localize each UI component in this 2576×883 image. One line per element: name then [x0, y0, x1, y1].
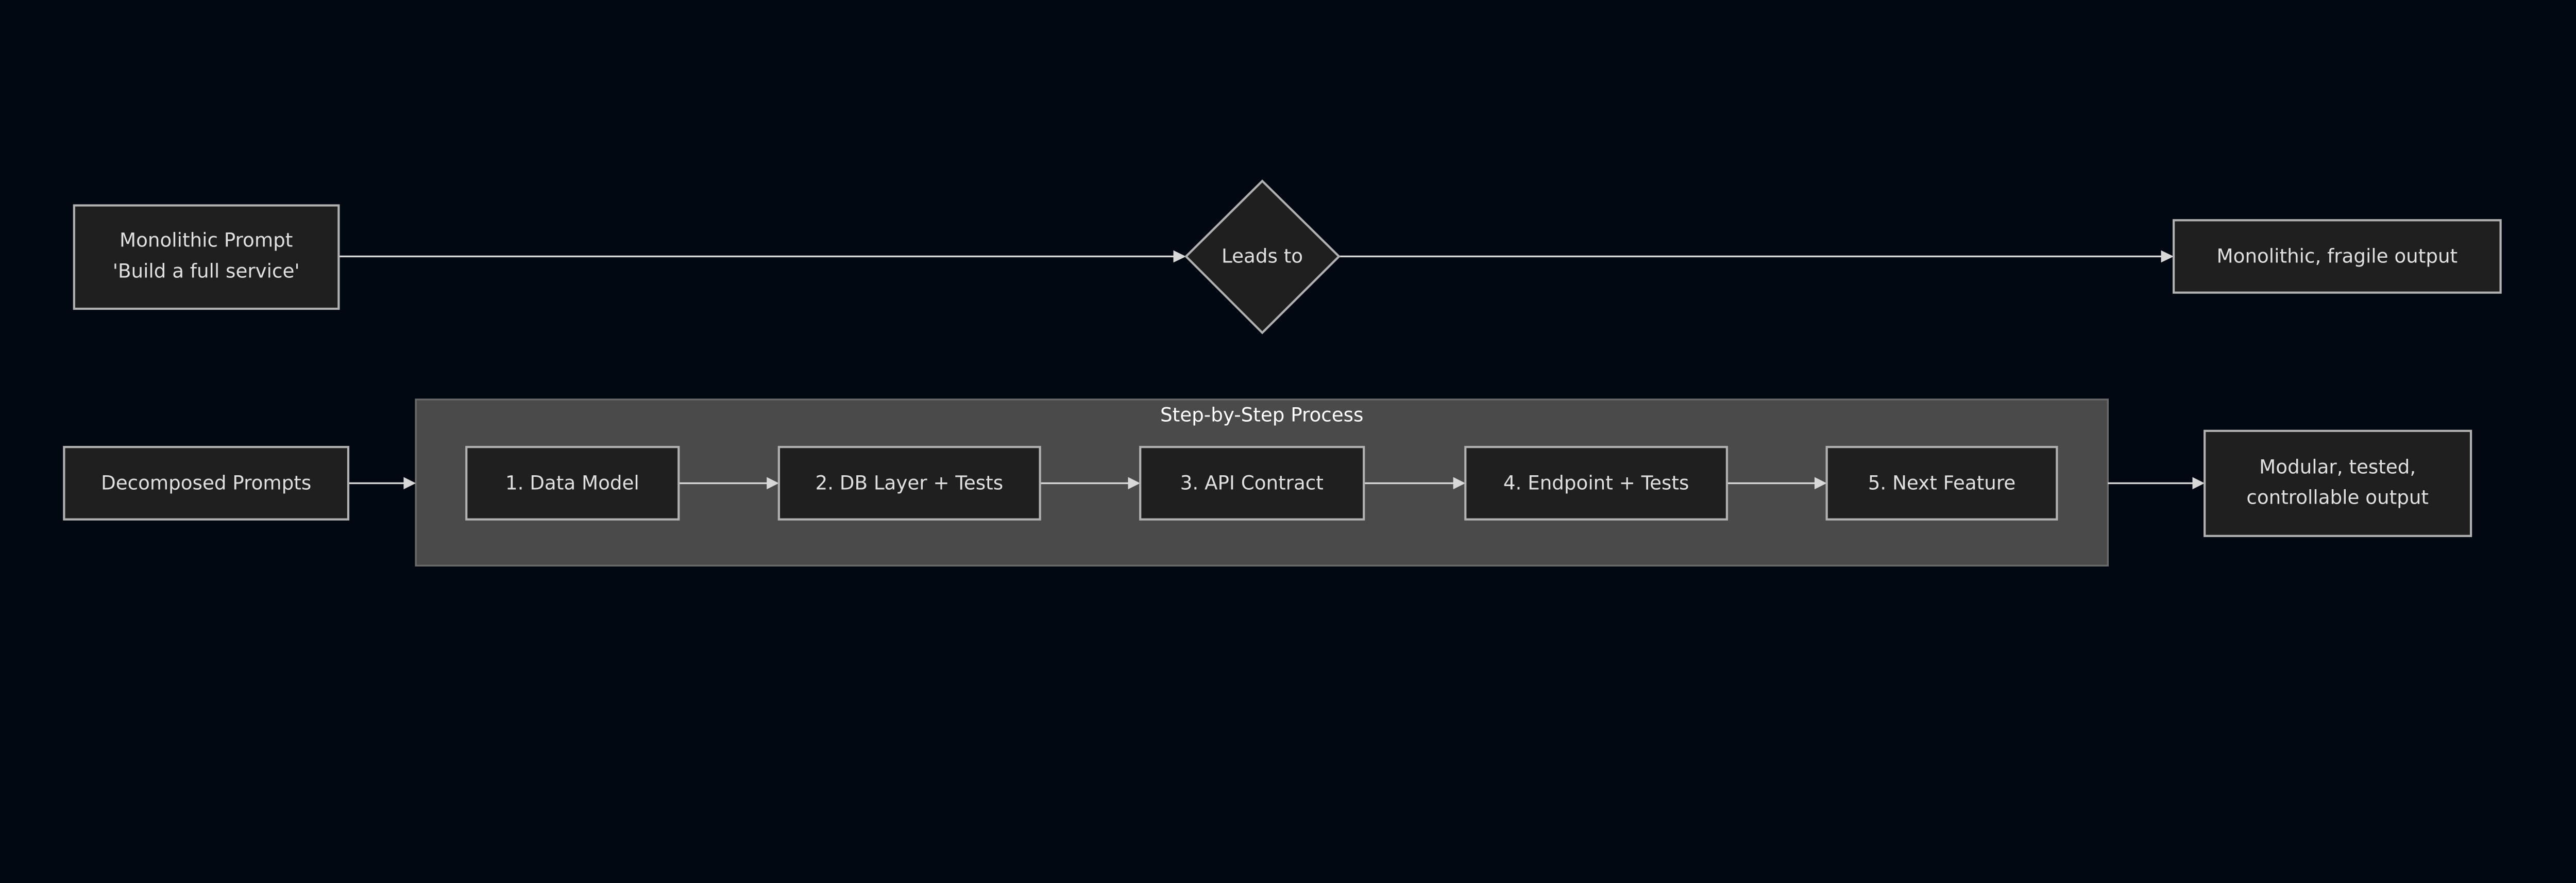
- node-label: Monolithic, fragile output: [2217, 245, 2458, 268]
- node-label: Decomposed Prompts: [101, 472, 311, 494]
- arrowhead: [1814, 477, 1827, 490]
- cluster-title: Step-by-Step Process: [1160, 404, 1363, 426]
- node-label: controllable output: [2246, 486, 2429, 509]
- node-label: 'Build a full service': [113, 259, 300, 282]
- node-label: 3. API Contract: [1180, 472, 1324, 494]
- decision-leads-to: Leads to: [1184, 179, 1341, 335]
- node-step-4: 4. Endpoint + Tests: [1464, 446, 1728, 521]
- arrowhead: [767, 477, 779, 490]
- node-step-5: 5. Next Feature: [1825, 446, 2058, 521]
- arrowhead: [1453, 477, 1466, 490]
- flowchart: Monolithic Prompt 'Build a full service'…: [63, 179, 2502, 567]
- node-step-2: 2. DB Layer + Tests: [777, 446, 1041, 521]
- node-label: 1. Data Model: [505, 472, 639, 494]
- node-label: 2. DB Layer + Tests: [815, 472, 1003, 494]
- node-fragile-output: Monolithic, fragile output: [2172, 219, 2502, 294]
- node-label: 5. Next Feature: [1868, 472, 2016, 494]
- node-modular-output: Modular, tested, controllable output: [2204, 429, 2472, 537]
- decision-label: Leads to: [1222, 245, 1303, 268]
- node-label: Modular, tested,: [2259, 455, 2416, 478]
- node-step-1: 1. Data Model: [465, 446, 680, 521]
- node-step-3: 3. API Contract: [1139, 446, 1365, 521]
- arrowhead: [2161, 250, 2174, 263]
- node-label: 4. Endpoint + Tests: [1503, 472, 1689, 494]
- arrowhead: [1128, 477, 1141, 490]
- node-label: Monolithic Prompt: [120, 228, 293, 251]
- node-decomposed-prompts: Decomposed Prompts: [63, 446, 350, 521]
- arrowhead: [403, 477, 416, 490]
- node-monolithic-prompt: Monolithic Prompt 'Build a full service': [73, 204, 340, 310]
- arrowhead: [2192, 477, 2205, 490]
- arrowhead: [1173, 250, 1187, 263]
